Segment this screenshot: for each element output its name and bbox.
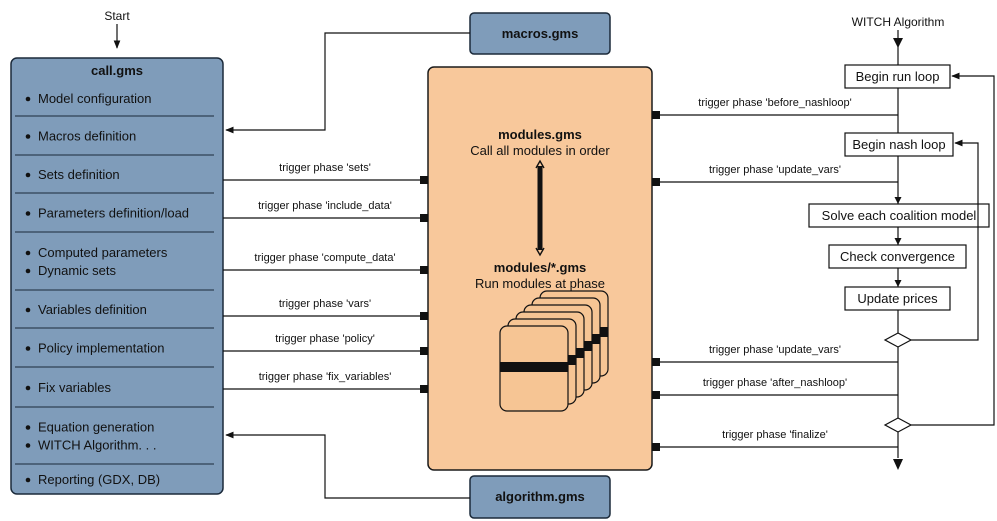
algorithm-step-label: Begin nash loop (852, 137, 945, 152)
algorithm-gms-title: algorithm.gms (495, 489, 585, 504)
macros-gms-box: macros.gms (469, 12, 611, 55)
left-trigger-label: trigger phase 'policy' (275, 333, 375, 345)
call-gms-title: call.gms (91, 63, 143, 78)
bullet-icon (25, 385, 31, 391)
algorithm-step-box (844, 132, 954, 157)
call-gms-item: Variables definition (38, 302, 147, 317)
trigger-port (420, 176, 428, 184)
bullet-icon (25, 172, 31, 178)
right-trigger-label: trigger phase 'update_vars' (709, 164, 841, 176)
algorithm-step-box (828, 244, 967, 269)
algorithm-step-label: Update prices (857, 291, 938, 306)
trigger-port (652, 358, 660, 366)
bullet-icon (25, 268, 31, 274)
algorithm-step-box (844, 286, 951, 311)
right-trigger-label: trigger phase 'after_nashloop' (703, 377, 847, 389)
call-gms-item: Equation generation (38, 420, 154, 435)
algorithm-step-label: Check convergence (840, 249, 955, 264)
nash-loop-return (911, 139, 979, 341)
call-gms-item: Sets definition (38, 167, 120, 182)
start-label: Start (104, 9, 130, 23)
flow-arrowhead (894, 280, 902, 287)
call-gms-item: Fix variables (38, 380, 111, 395)
right-trigger-lines: trigger phase 'before_nashloop'trigger p… (652, 97, 898, 451)
algorithm-gms-box: algorithm.gms (469, 475, 611, 519)
flow-arrowhead (894, 197, 902, 204)
trigger-port (652, 391, 660, 399)
left-trigger-label: trigger phase 'include_data' (258, 200, 392, 212)
modules-phase-title: modules/*.gms (494, 260, 586, 275)
call-gms-item: WITCH Algorithm. . . (38, 438, 156, 453)
algorithm-step-box (808, 203, 990, 228)
call-gms-background (10, 57, 224, 495)
bullet-icon (25, 307, 31, 313)
bullet-icon (25, 134, 31, 139)
modules-gms-title: modules.gms (498, 127, 582, 142)
bullet-icon (25, 443, 31, 448)
flow-arrowhead (894, 238, 902, 245)
trigger-port (420, 347, 428, 355)
bullet-icon (25, 211, 31, 216)
right-trigger-label: trigger phase 'finalize' (722, 429, 828, 441)
call-gms-item: Macros definition (38, 129, 136, 144)
algorithm-arrow (225, 431, 470, 499)
trigger-port (420, 214, 428, 222)
left-trigger-label: trigger phase 'sets' (279, 162, 371, 174)
trigger-port (420, 266, 428, 274)
bullet-icon (25, 250, 31, 256)
bullet-icon (25, 96, 31, 102)
module-card-stack (499, 290, 609, 412)
bullet-icon (25, 346, 31, 351)
bullet-icon (25, 425, 31, 430)
trigger-port (420, 312, 428, 320)
trigger-port (652, 178, 660, 186)
spine-arrow-end (893, 459, 903, 470)
run-loop-return (911, 72, 995, 426)
modules-order-cap-top (535, 159, 545, 169)
left-trigger-label: trigger phase 'compute_data' (254, 252, 395, 264)
trigger-port (420, 385, 428, 393)
algorithm-step-box (844, 64, 951, 89)
left-trigger-label: trigger phase 'fix_variables' (259, 371, 392, 383)
modules-order-cap-bottom (535, 247, 545, 257)
module-card-band (500, 362, 568, 372)
spine-arrow-top (893, 38, 903, 48)
call-gms-item: Dynamic sets (38, 263, 117, 278)
right-trigger-label: trigger phase 'update_vars' (709, 344, 841, 356)
left-trigger-lines: trigger phase 'sets' trigger phase 'inclu… (223, 162, 428, 393)
right-trigger-label: trigger phase 'before_nashloop' (698, 97, 851, 109)
macros-arrow (225, 32, 470, 134)
algorithm-step-label: Solve each coalition model (822, 208, 977, 223)
call-gms-item: Model configuration (38, 91, 151, 106)
algorithm-step-label: Begin run loop (856, 69, 940, 84)
modules-phase-subtitle: Run modules at phase (475, 276, 605, 291)
decision-diamond-nash (883, 332, 913, 348)
bullet-icon (25, 477, 31, 483)
trigger-port (652, 443, 660, 451)
modules-gms-box: modules.gms Call all modules in order mo… (427, 66, 653, 471)
left-trigger-label: trigger phase 'vars' (279, 298, 371, 310)
witch-algorithm-title: WITCH Algorithm (852, 15, 945, 29)
decision-diamond-run (883, 417, 913, 433)
call-gms-item: Reporting (GDX, DB) (38, 472, 160, 487)
call-gms-item: Computed parameters (38, 245, 168, 260)
trigger-port (652, 111, 660, 119)
modules-gms-subtitle: Call all modules in order (470, 143, 610, 158)
call-gms-item: Policy implementation (38, 341, 164, 356)
macros-gms-title: macros.gms (502, 26, 579, 41)
call-gms-item: Parameters definition/load (38, 206, 189, 221)
algorithm-gms-background (469, 475, 611, 519)
